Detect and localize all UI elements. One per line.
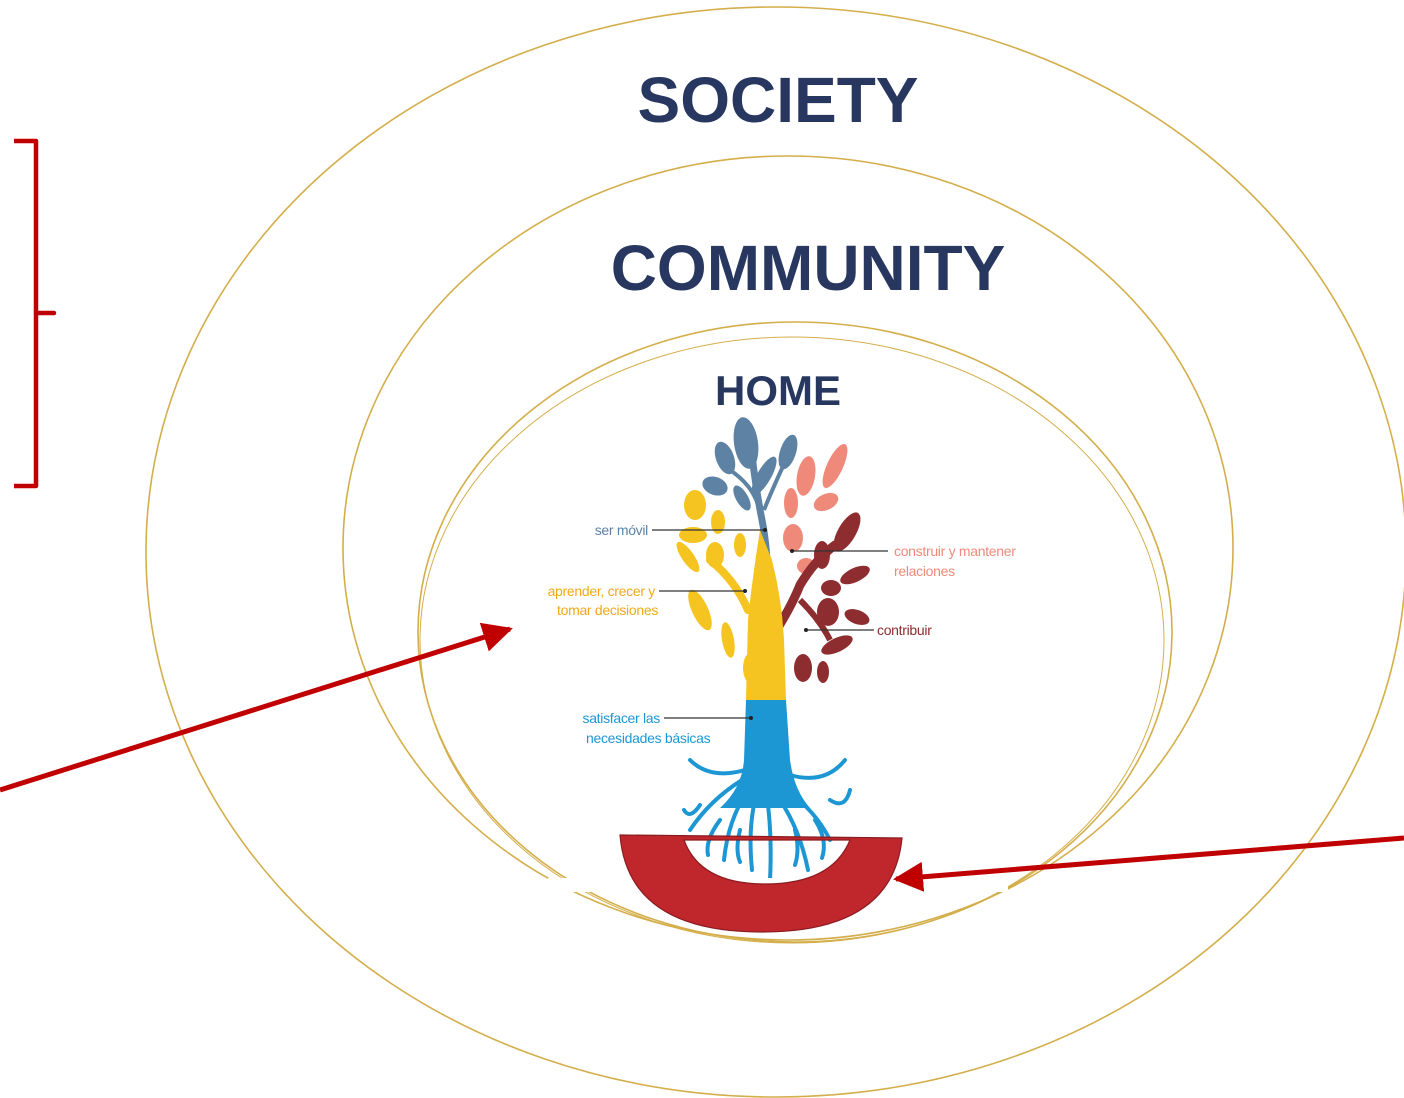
base-support-shape [619,834,903,933]
label-construir-line2: relaciones [894,563,955,579]
label-ser-movil: ser móvil [595,522,648,538]
label-contribuir: contribuir [877,622,932,638]
label-aprender-line1: aprender, crecer y [548,583,656,599]
label-aprender-line2: tomar decisiones [557,602,658,618]
arrow-left-to-home [0,622,513,793]
home-ring [417,321,1173,943]
community-label: COMMUNITY [611,232,1006,304]
arrow-right-to-base [893,835,1404,892]
home-ring-shadow [419,336,1165,944]
home-label: HOME [715,367,841,414]
society-ring [145,6,1404,1098]
label-construir-line1: construir y mantener [894,543,1016,559]
tree-illustration: ser móvil construir y mantener relacione… [548,417,1017,882]
label-satisfacer-line1: satisfacer las [583,710,661,726]
label-satisfacer-line2: necesidades básicas [586,730,711,746]
society-label: SOCIETY [638,64,919,136]
left-bracket [14,138,57,489]
community-ring [342,155,1234,941]
